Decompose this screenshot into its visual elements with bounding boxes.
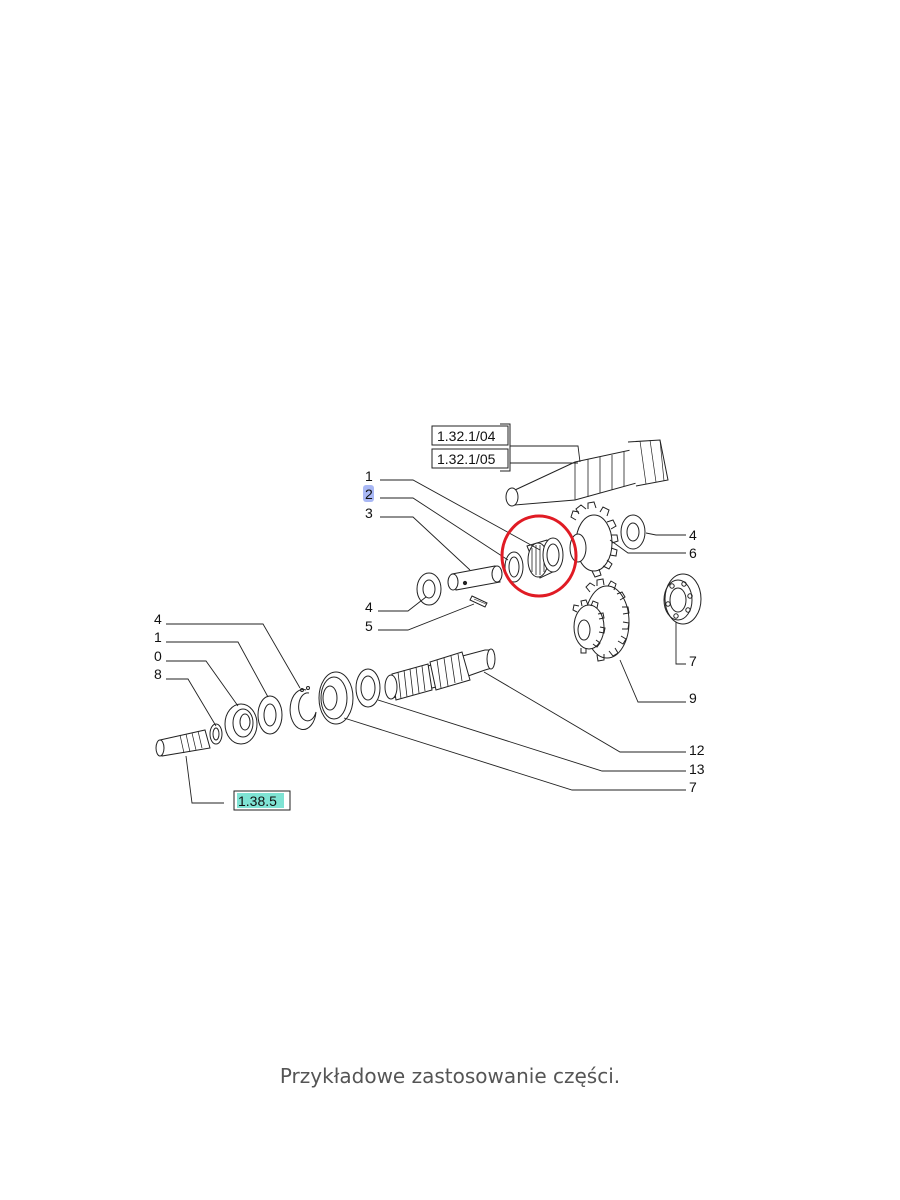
- image-caption: Przykładowe zastosowanie części.: [279, 1064, 621, 1088]
- callout-13: 13: [689, 761, 705, 777]
- seal-part-0: [224, 703, 258, 745]
- callout-8-lower: 8: [154, 666, 162, 682]
- ball-bearing-part-7-right: [663, 573, 702, 625]
- double-gear-part-9: [572, 578, 630, 662]
- pin-part-3: [447, 565, 503, 591]
- callout-9-right: 9: [689, 690, 697, 706]
- callout-4-right: 4: [689, 527, 697, 543]
- washer-part-4-right: [620, 514, 646, 550]
- snap-ring-part-8: [209, 723, 223, 745]
- reference-label: 1.32.1/04: [437, 428, 496, 444]
- leader-lines: [166, 445, 686, 804]
- reference-box-1-32-1-05: 1.32.1/05: [431, 448, 509, 469]
- callout-2-upper: 2: [365, 486, 373, 502]
- callout-6-right: 6: [689, 545, 697, 561]
- callout-0-lower: 0: [154, 648, 162, 664]
- callout-5-upper: 5: [365, 618, 373, 634]
- washer-part-1-lower: [257, 695, 283, 735]
- ball-bearing-part-7-bottom: [318, 671, 354, 725]
- callout-labels: 1 2 3 4 5 4 6 7 9 4 1 0 8 12 13 7: [154, 468, 705, 795]
- callout-1-upper: 1: [365, 468, 373, 484]
- callout-12: 12: [689, 742, 705, 758]
- needle-bearing-part-1: [504, 537, 564, 583]
- callout-7-bottom: 7: [689, 779, 697, 795]
- washer-part-4-upper: [416, 572, 442, 606]
- callout-7-right: 7: [689, 653, 697, 669]
- ring-part-13: [355, 668, 381, 708]
- callout-1-lower: 1: [154, 629, 162, 645]
- reference-label: 1.38.5: [238, 793, 277, 809]
- highlight-circle: [500, 514, 578, 598]
- output-shaft-lower-left: [155, 729, 211, 757]
- callout-3-upper: 3: [365, 505, 373, 521]
- callout-4-upper: 4: [365, 599, 373, 615]
- gear-part-6: [569, 501, 619, 578]
- splined-shaft-part-12: [384, 648, 496, 701]
- reference-label: 1.32.1/05: [437, 451, 496, 467]
- callout-4-lower: 4: [154, 611, 162, 627]
- roll-pin-part-5: [469, 595, 488, 608]
- circlip-part-4-lower: [289, 686, 317, 730]
- reference-box-1-32-1-04: 1.32.1/04: [431, 425, 509, 446]
- top-splined-shaft: [505, 439, 669, 507]
- reference-box-1-38-5: 1.38.5: [233, 790, 291, 811]
